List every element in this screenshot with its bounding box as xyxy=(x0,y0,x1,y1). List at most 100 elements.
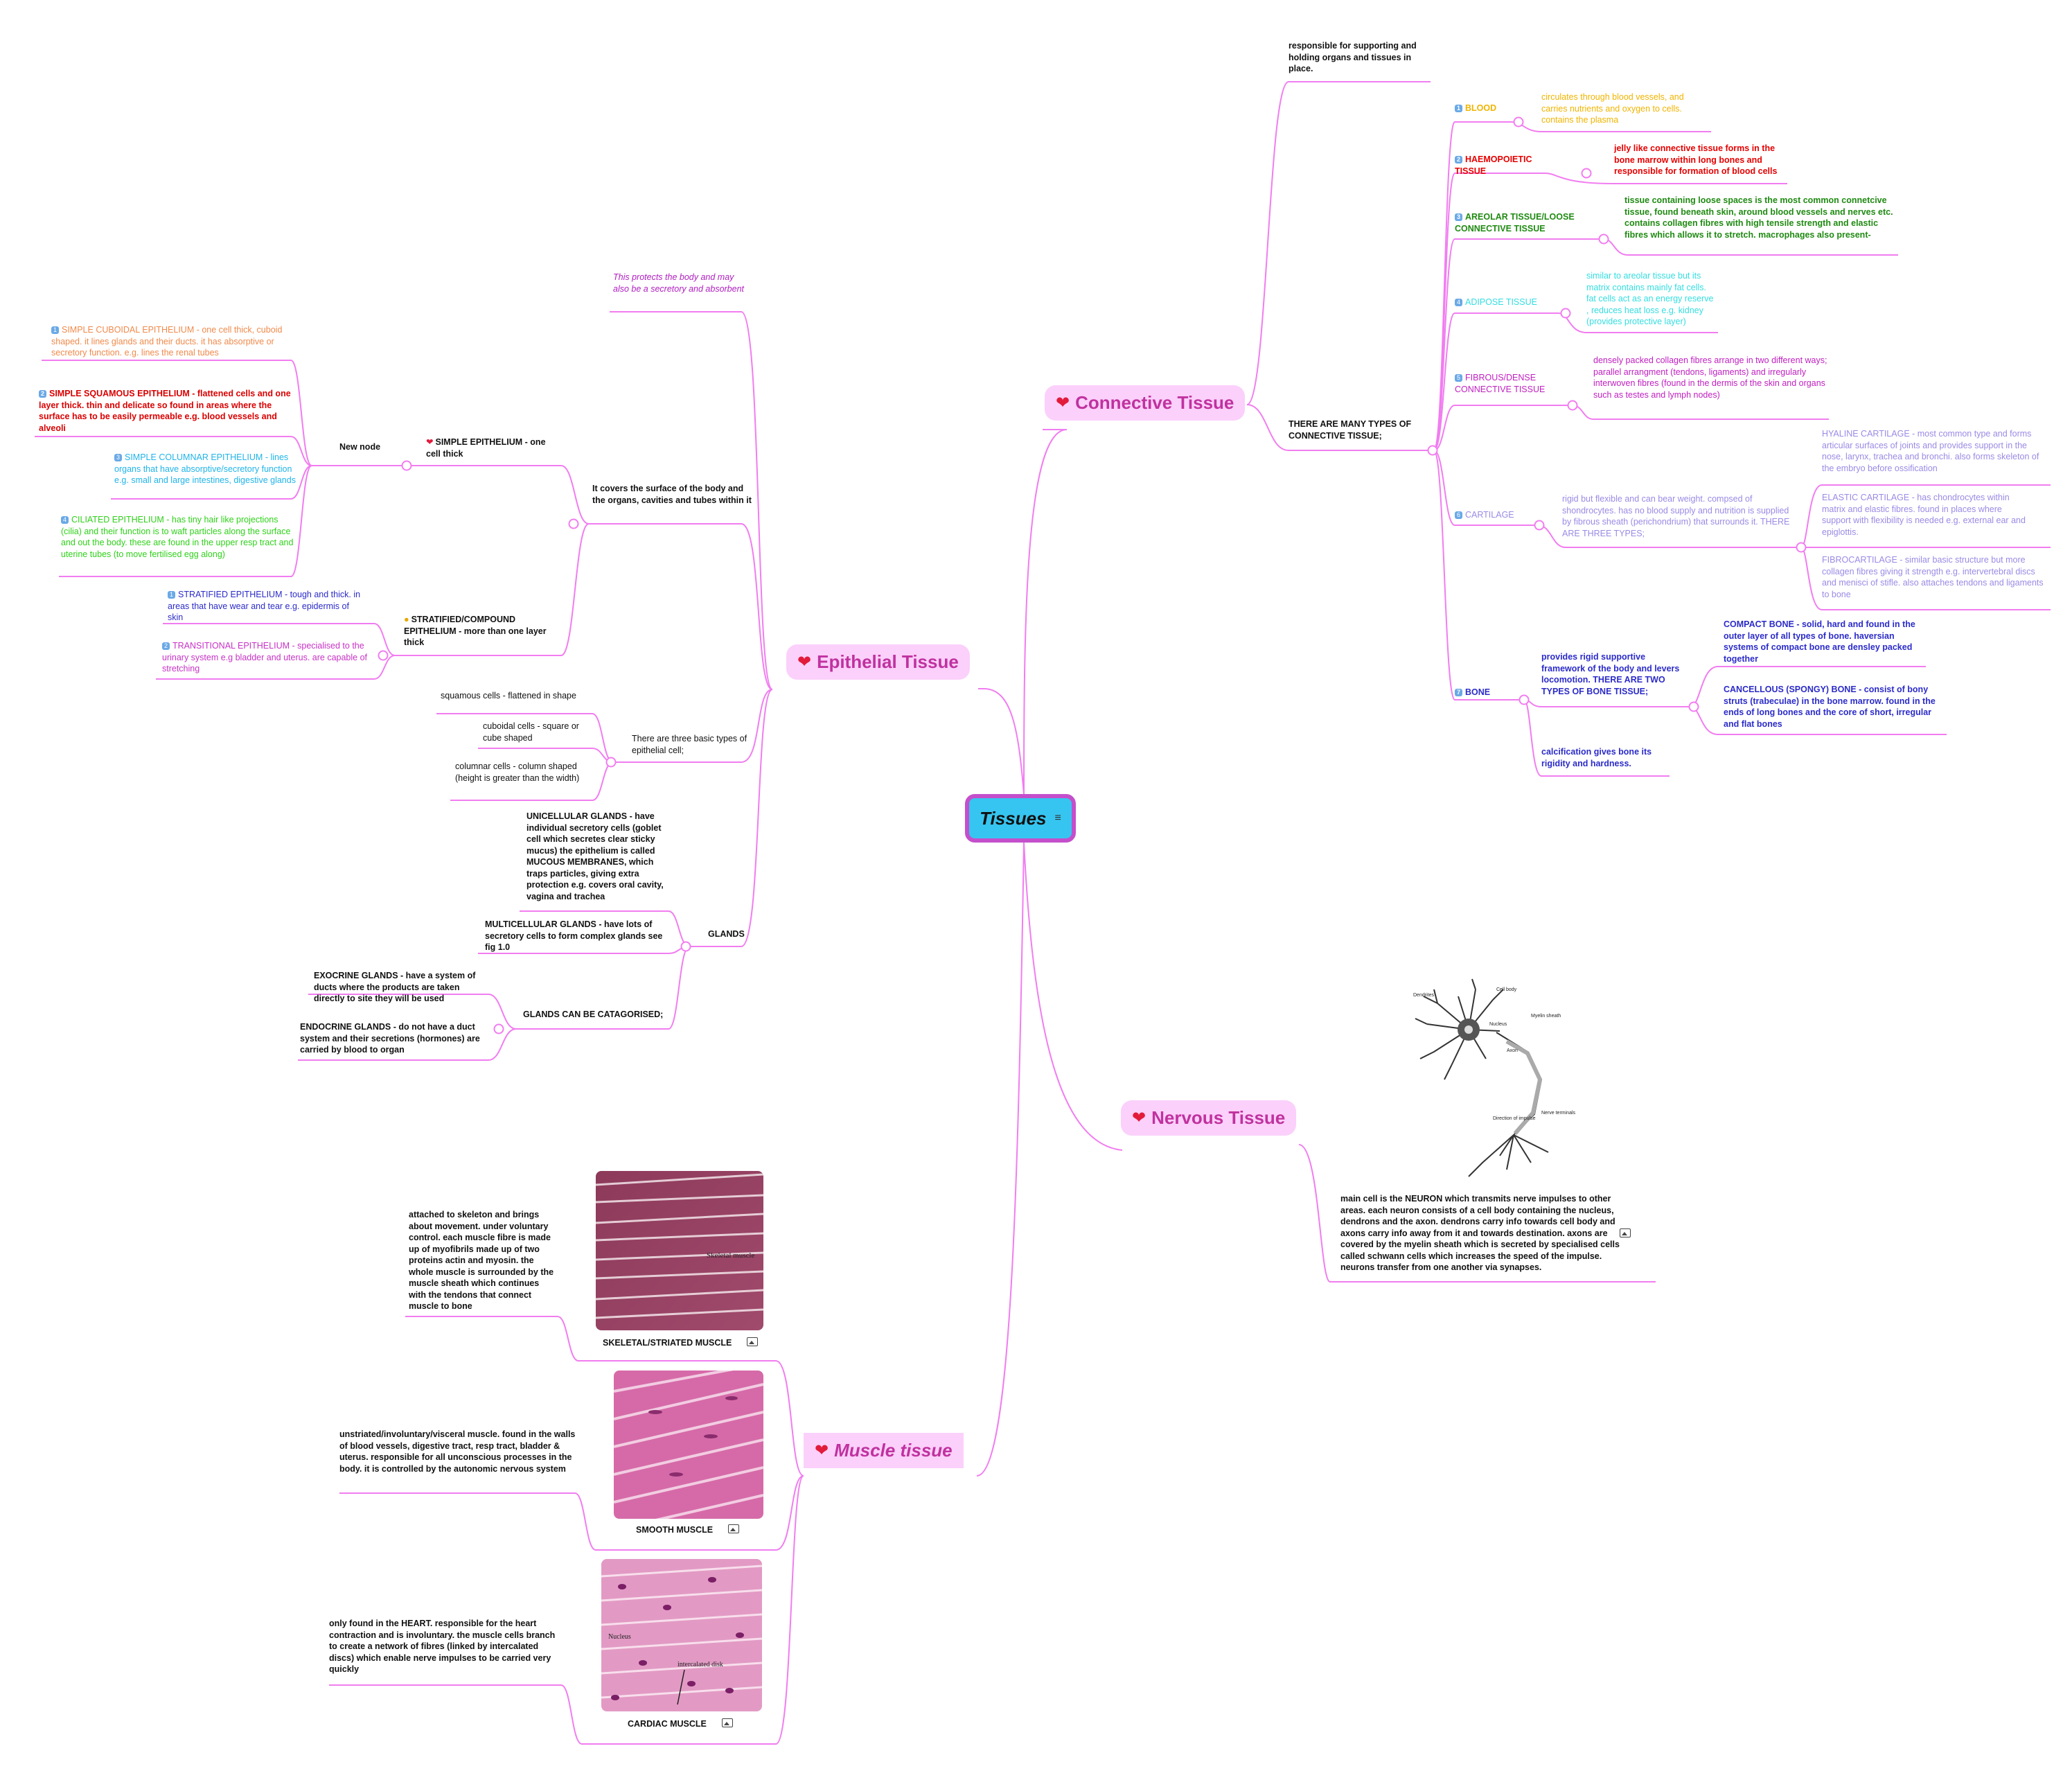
endocrine-glands: ENDOCRINE GLANDS - do not have a duct sy… xyxy=(300,1022,480,1055)
epithelial-covers: It covers the surface of the body and th… xyxy=(592,484,752,505)
heart-icon: ❤ xyxy=(797,653,812,671)
bone-desc: provides rigid supportive framework of t… xyxy=(1541,652,1680,696)
exocrine-glands: EXOCRINE GLANDS - have a system of ducts… xyxy=(314,971,476,1003)
topic-connective-tissue[interactable]: ❤ Connective Tissue xyxy=(1045,385,1246,421)
fibrocartilage: FIBROCARTILAGE - similar basic structure… xyxy=(1822,555,2044,599)
number-badge-icon: 3 xyxy=(1455,213,1462,221)
skeletal-muscle-image[interactable]: Skeletal muscle xyxy=(596,1171,763,1330)
fibrous-desc: densely packed collagen fibres arrange i… xyxy=(1593,355,1827,400)
glands: GLANDS xyxy=(708,929,745,939)
collapse-dot[interactable] xyxy=(1560,308,1571,319)
hyaline-cartilage: HYALINE CARTILAGE - most common type and… xyxy=(1822,429,2039,473)
cuboidal-cells: cuboidal cells - square or cube shaped xyxy=(483,721,579,743)
skeletal-muscle-label: SKELETAL/STRIATED MUSCLE xyxy=(603,1337,776,1349)
number-badge-icon: 6 xyxy=(1455,511,1462,519)
collapse-dot[interactable] xyxy=(1427,445,1438,456)
cardiac-nucleus-label: Nucleus xyxy=(608,1633,631,1641)
collapse-dot[interactable] xyxy=(401,460,412,471)
notes-icon: ≡ xyxy=(1054,812,1061,824)
skeletal-muscle-desc: attached to skeleton and brings about mo… xyxy=(409,1210,554,1311)
image-icon[interactable] xyxy=(728,1524,740,1533)
nucleus-label: Nucleus xyxy=(1489,1022,1507,1027)
cancellous-bone: CANCELLOUS (SPONGY) BONE - consist of bo… xyxy=(1724,685,1936,729)
collapse-dot[interactable] xyxy=(378,650,389,661)
collapse-dot[interactable] xyxy=(1534,520,1545,531)
number-badge-icon: 4 xyxy=(61,516,69,524)
heart-icon: ❤ xyxy=(815,1441,829,1460)
columnar-cells: columnar cells - column shaped (height i… xyxy=(455,761,580,783)
nerve-terminals-label: Nerve terminals xyxy=(1541,1111,1576,1116)
cardiac-muscle-image[interactable]: Nucleus intercalated disk xyxy=(601,1559,762,1711)
epithelial-protects: This protects the body and may also be a… xyxy=(613,272,745,294)
adipose-desc: similar to areolar tissue but its matrix… xyxy=(1586,271,1714,326)
topic-nervous-title: Nervous Tissue xyxy=(1151,1107,1286,1128)
simple-epithelium: ❤SIMPLE EPITHELIUM - one cell thick xyxy=(426,437,546,459)
collapse-dot[interactable] xyxy=(1518,694,1530,705)
collapse-dot[interactable] xyxy=(568,518,579,529)
squamous-cells: squamous cells - flattened in shape xyxy=(441,691,576,701)
topic-muscle-tissue[interactable]: ❤ Muscle tissue xyxy=(804,1433,964,1468)
compact-bone: COMPACT BONE - solid, hard and found in … xyxy=(1724,619,1915,664)
cartilage-desc: rigid but flexible and can bear weight. … xyxy=(1562,494,1790,538)
smooth-muscle-label: SMOOTH MUSCLE xyxy=(636,1524,774,1536)
collapse-dot[interactable] xyxy=(1581,168,1592,179)
collapse-dot[interactable] xyxy=(1567,400,1578,411)
areolar-desc: tissue containing loose spaces is the mo… xyxy=(1624,195,1893,240)
collapse-dot[interactable] xyxy=(1513,116,1524,127)
number-badge-icon: 2 xyxy=(39,390,46,398)
number-badge-icon: 1 xyxy=(51,326,59,334)
collapse-dot[interactable] xyxy=(1598,234,1609,245)
myelin-sheath-label: Myelin sheath xyxy=(1531,1014,1561,1019)
topic-epithelial-tissue[interactable]: ❤ Epithelial Tissue xyxy=(786,644,970,680)
three-cell-types: There are three basic types of epithelia… xyxy=(632,734,747,755)
heart-icon: ❤ xyxy=(1132,1109,1146,1127)
root-node-tissues[interactable]: Tissues ≡ xyxy=(965,794,1076,843)
new-node: New node xyxy=(339,442,381,452)
nervous-desc: main cell is the NEURON which transmits … xyxy=(1340,1194,1620,1272)
heart-icon: ❤ xyxy=(426,437,434,447)
intercalated-disk-label: intercalated disk xyxy=(678,1661,723,1668)
number-badge-icon: 2 xyxy=(162,642,170,650)
haemo-desc: jelly like connective tissue forms in th… xyxy=(1614,143,1778,176)
topic-epithelial-title: Epithelial Tissue xyxy=(817,651,959,672)
number-badge-icon: 2 xyxy=(1455,156,1462,164)
collapse-dot[interactable] xyxy=(605,757,617,768)
connective-types-label: THERE ARE MANY TYPES OF CONNECTIVE TISSU… xyxy=(1289,419,1412,441)
neuron-diagram: Dendrites Cell body Nucleus Myelin sheat… xyxy=(1413,978,1576,1177)
elastic-cartilage: ELASTIC CARTILAGE - has chondrocytes wit… xyxy=(1822,493,2026,537)
collapse-dot[interactable] xyxy=(1688,701,1699,712)
root-label: Tissues xyxy=(980,807,1047,829)
smooth-muscle-image[interactable] xyxy=(614,1371,763,1519)
topic-nervous-tissue[interactable]: ❤ Nervous Tissue xyxy=(1121,1100,1297,1136)
collapse-dot[interactable] xyxy=(680,941,691,952)
cardiac-muscle-desc: only found in the HEART. responsible for… xyxy=(329,1619,556,1674)
skeletal-muscle-img-label: Skeletal muscle xyxy=(707,1251,754,1260)
image-icon[interactable] xyxy=(721,1718,733,1727)
dendrites-label: Dendrites xyxy=(1413,993,1434,998)
number-badge-icon: 1 xyxy=(1455,105,1462,112)
stratified-epithelium: ●STRATIFIED/COMPOUND EPITHELIUM - more t… xyxy=(404,615,547,647)
cell-body-label: Cell body xyxy=(1496,987,1517,992)
image-icon[interactable] xyxy=(747,1337,759,1346)
number-badge-icon: 7 xyxy=(1455,689,1462,696)
emoji-icon: ● xyxy=(404,615,409,624)
topic-connective-title: Connective Tissue xyxy=(1075,392,1234,413)
collapse-dot[interactable] xyxy=(1796,542,1807,553)
glands-categorised: GLANDS CAN BE CATAGORISED; xyxy=(523,1010,664,1019)
unicellular-glands: UNICELLULAR GLANDS - have individual sec… xyxy=(526,811,664,901)
topic-muscle-title: Muscle tissue xyxy=(834,1440,953,1461)
heart-icon: ❤ xyxy=(1056,394,1070,412)
collapse-dot[interactable] xyxy=(493,1023,504,1034)
image-icon[interactable] xyxy=(1620,1228,1631,1237)
